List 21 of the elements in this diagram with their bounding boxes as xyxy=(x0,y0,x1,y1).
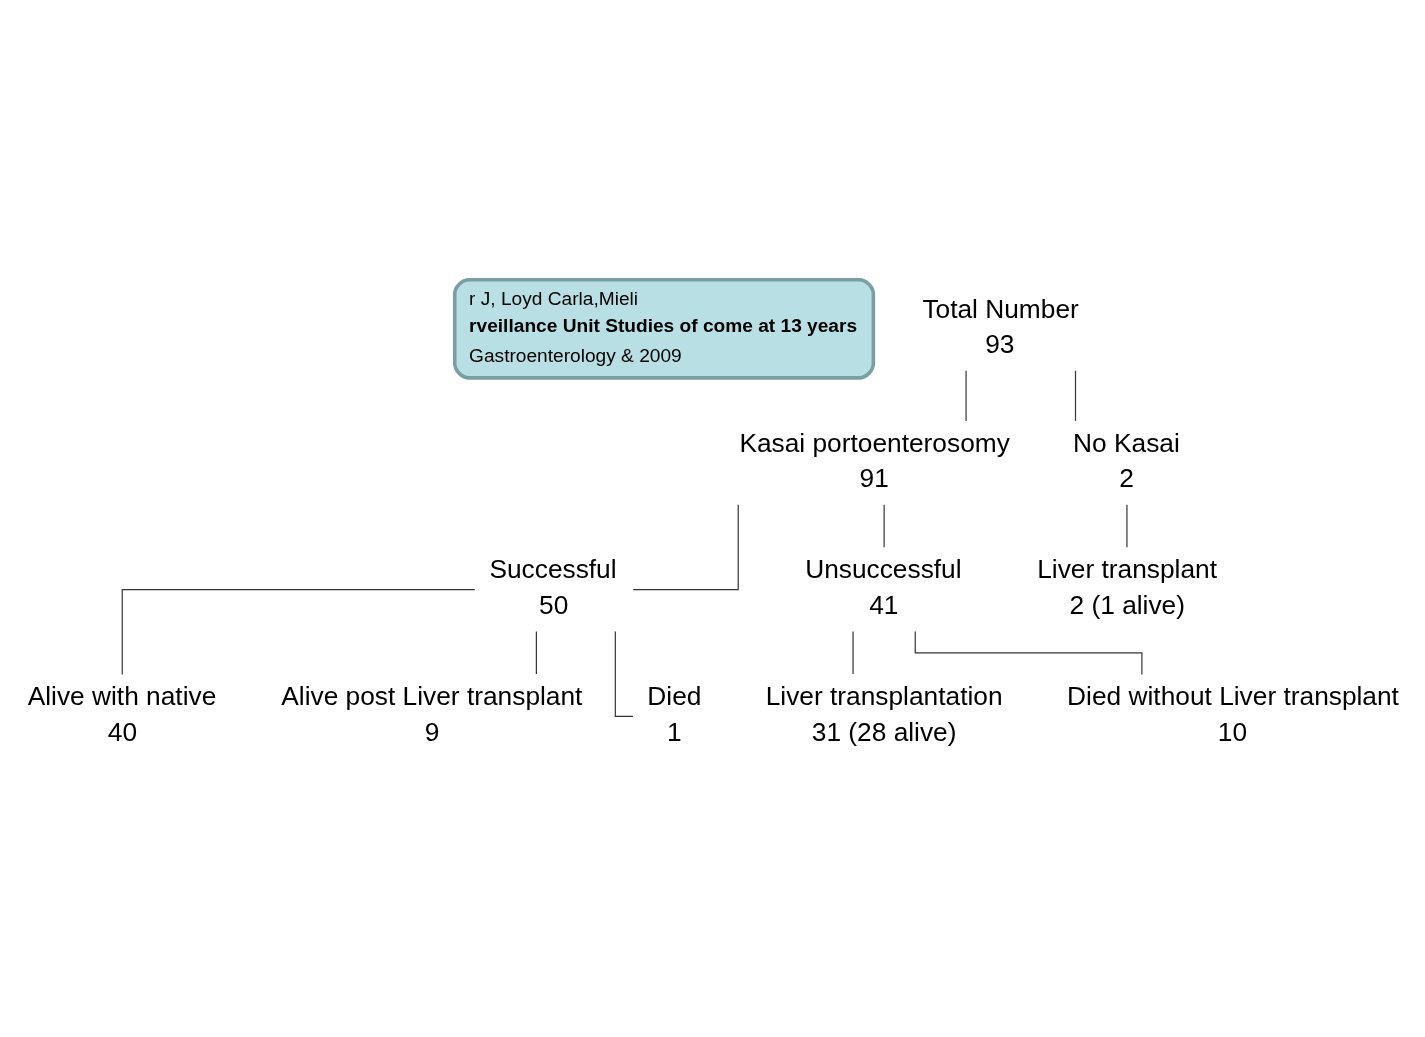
node-text: Successful 50 xyxy=(489,553,617,620)
node-text: Liver transplant 2 (1 alive) xyxy=(1037,553,1218,620)
node-text: Died without Liver transplant 10 xyxy=(1067,680,1399,747)
connector xyxy=(852,630,854,675)
connector xyxy=(121,588,476,675)
node-text: Unsuccessful 41 xyxy=(805,553,962,620)
connector xyxy=(965,369,967,421)
connector xyxy=(914,630,1143,675)
connector xyxy=(1126,503,1128,548)
connector xyxy=(1074,369,1077,421)
node-text: Alive with native 40 xyxy=(27,680,217,747)
node-text: Died 1 xyxy=(647,680,702,747)
node-text: Total Number 93 xyxy=(922,293,1079,359)
node-text: No Kasai 2 xyxy=(1073,427,1180,493)
node-box: r J, Loyd Carla,Mieli rveillance Unit Studies of come at 13 years Gastroenterology & 2009 xyxy=(452,277,876,380)
node-text: Alive post Liver transplant 9 xyxy=(281,680,583,747)
connector xyxy=(883,503,885,548)
connector xyxy=(632,503,739,590)
connector xyxy=(535,630,537,675)
node-text: Liver transplantation 31 (28 alive) xyxy=(765,680,1003,747)
node-text: Kasai portoenterosomy 91 xyxy=(739,427,1010,493)
